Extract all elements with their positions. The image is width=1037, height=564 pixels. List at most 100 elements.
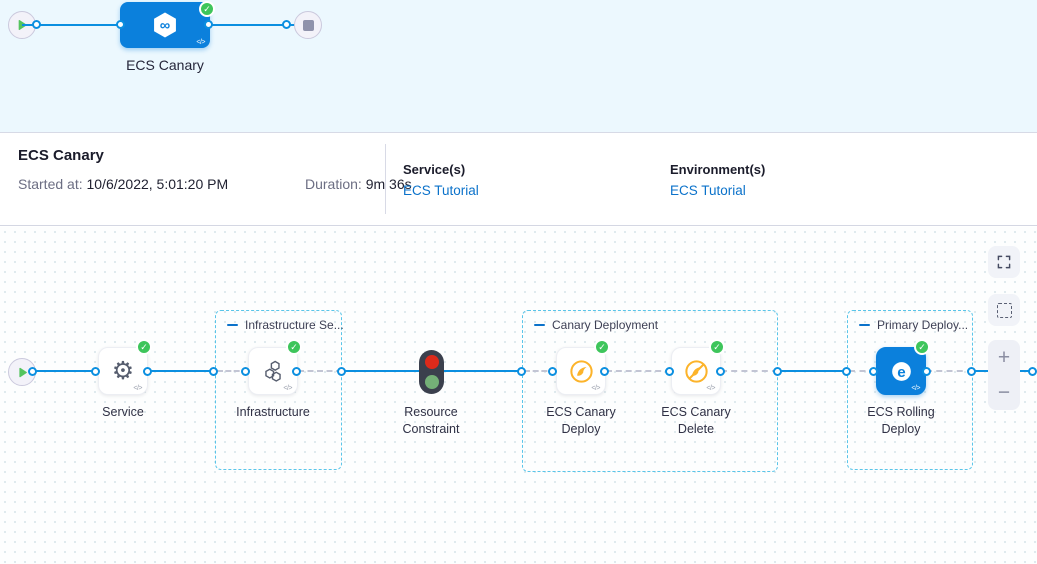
stop-square-icon xyxy=(302,19,314,31)
connector-dot xyxy=(143,367,152,376)
connector-dot xyxy=(209,367,218,376)
success-check-icon: ✓ xyxy=(709,339,725,355)
connector-dot xyxy=(517,367,526,376)
connector-dot xyxy=(204,20,213,29)
connector-dot xyxy=(116,20,125,29)
connector-dot xyxy=(922,367,931,376)
gear-icon: ⚙ xyxy=(111,356,135,385)
connector-dot xyxy=(1028,367,1037,376)
dashed-connector-line xyxy=(606,370,671,372)
connector-dot xyxy=(28,367,37,376)
code-glyph: </> xyxy=(706,385,715,392)
step-label: ECS Canary Delete xyxy=(661,405,731,436)
connector-line xyxy=(210,24,296,26)
step-label: ECS Rolling Deploy xyxy=(867,405,935,436)
code-glyph: </> xyxy=(133,385,142,392)
selection-marquee-icon xyxy=(996,302,1012,318)
canary-bird-icon xyxy=(568,358,595,385)
success-check-icon: ✓ xyxy=(286,339,302,355)
stage-overview-panel: ∞ </> ✓ ECS Canary xyxy=(0,0,1037,133)
svg-text:e: e xyxy=(897,363,905,380)
fullscreen-icon xyxy=(996,254,1012,270)
environments-label: Environment(s) xyxy=(670,162,766,177)
stage-node-label: ECS Canary xyxy=(126,57,204,73)
success-check-icon: ✓ xyxy=(136,339,152,355)
dashed-connector-line xyxy=(849,370,876,372)
environments-link[interactable]: ECS Tutorial xyxy=(670,183,746,198)
cd-hexagon-infinity-icon: ∞ xyxy=(149,9,181,41)
connector-line xyxy=(778,370,847,372)
success-check-icon: ✓ xyxy=(594,339,610,355)
group-label: Infrastructure Se... xyxy=(245,318,344,332)
dashed-connector-line xyxy=(524,370,556,372)
duration-label: Duration: xyxy=(305,176,362,192)
dashed-connector-line xyxy=(298,370,342,372)
execution-graph-canvas[interactable]: Infrastructure Se... Canary Deployment P… xyxy=(0,227,1037,564)
dashed-connector-line xyxy=(217,370,248,372)
collapse-minus-icon[interactable] xyxy=(534,323,545,327)
dashed-connector-line xyxy=(926,370,973,372)
stage-group-primary-deployment: Primary Deploy... xyxy=(847,310,973,470)
zoom-in-button[interactable]: + xyxy=(997,346,1011,369)
group-label: Canary Deployment xyxy=(552,318,659,332)
step-label: ECS Canary Deploy xyxy=(546,405,616,436)
stage-group-infrastructure: Infrastructure Se... xyxy=(215,310,344,470)
execution-title: ECS Canary xyxy=(18,147,104,164)
canary-bird-slash-icon xyxy=(683,358,710,385)
hexagon-cluster-icon xyxy=(260,358,286,384)
connector-dot xyxy=(32,20,41,29)
connector-line xyxy=(148,370,215,372)
services-link[interactable]: ECS Tutorial xyxy=(403,183,479,198)
connector-dot xyxy=(292,367,301,376)
connector-dot xyxy=(548,367,557,376)
group-label: Primary Deploy... xyxy=(877,318,969,332)
infinity-glyph: ∞ xyxy=(160,18,170,34)
connector-dot xyxy=(967,367,976,376)
duration: Duration: 9m 36s xyxy=(305,176,412,192)
connector-line xyxy=(22,24,122,26)
fullscreen-button[interactable] xyxy=(988,246,1020,278)
connector-dot xyxy=(665,367,674,376)
pipeline-end-node[interactable] xyxy=(294,11,322,39)
success-check-icon: ✓ xyxy=(199,1,215,17)
connector-dot xyxy=(241,367,250,376)
collapse-minus-icon[interactable] xyxy=(859,323,870,327)
connector-dot xyxy=(600,367,609,376)
duration-value: 9m 36s xyxy=(365,176,412,192)
step-resource-constraint[interactable] xyxy=(419,350,444,394)
connector-line xyxy=(444,370,522,372)
code-glyph: </> xyxy=(911,385,920,392)
connector-dot xyxy=(869,367,878,376)
step-label: Service xyxy=(102,405,144,419)
step-infrastructure[interactable]: </> xyxy=(248,347,298,395)
connector-dot xyxy=(842,367,851,376)
connector-dot xyxy=(282,20,291,29)
started-at: Started at: 10/6/2022, 5:01:20 PM xyxy=(18,176,228,192)
stage-node-ecs-canary[interactable]: ∞ </> xyxy=(120,2,210,48)
selection-mode-button[interactable] xyxy=(988,294,1020,326)
connector-dot xyxy=(716,367,725,376)
execution-info-bar: ECS Canary Started at: 10/6/2022, 5:01:2… xyxy=(0,134,1037,226)
dashed-connector-line xyxy=(721,370,778,372)
code-glyph: </> xyxy=(283,385,292,392)
zoom-out-button[interactable]: − xyxy=(997,381,1011,404)
code-glyph: </> xyxy=(196,39,205,46)
play-icon xyxy=(15,365,30,380)
stage-group-canary-deployment: Canary Deployment xyxy=(522,310,778,472)
connector-line xyxy=(342,370,419,372)
traffic-light-red-icon xyxy=(424,355,439,370)
zoom-control-panel: + − xyxy=(988,340,1020,410)
collapse-minus-icon[interactable] xyxy=(227,323,238,327)
code-glyph: </> xyxy=(591,385,600,392)
divider xyxy=(385,144,386,214)
connector-dot xyxy=(91,367,100,376)
started-value: 10/6/2022, 5:01:20 PM xyxy=(86,176,229,192)
success-check-icon: ✓ xyxy=(914,339,930,355)
step-label: Resource Constraint xyxy=(402,405,460,436)
services-label: Service(s) xyxy=(403,162,466,177)
step-service[interactable]: ⚙ </> xyxy=(98,347,148,395)
connector-dot xyxy=(773,367,782,376)
connector-line xyxy=(34,370,98,372)
traffic-light-green-icon xyxy=(424,374,439,389)
